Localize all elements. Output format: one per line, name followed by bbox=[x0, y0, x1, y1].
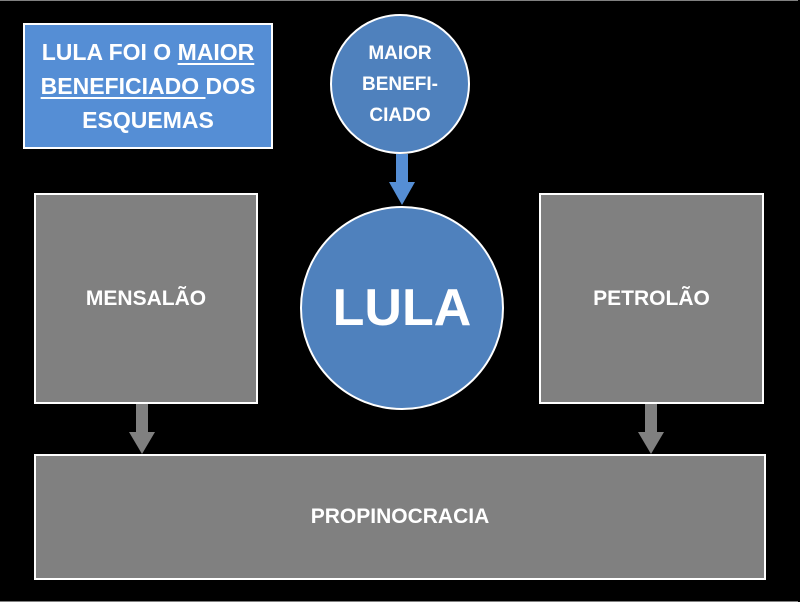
petrolao-box: PETROLÃO bbox=[539, 193, 764, 404]
propinocracia-box: PROPINOCRACIA bbox=[34, 454, 766, 580]
arrow-maior-to-lula bbox=[389, 154, 415, 205]
title-maior-underlined: MAIOR bbox=[177, 39, 255, 65]
arrow-mensalao-to-propinocracia bbox=[129, 404, 155, 454]
mensalao-box: MENSALÃO bbox=[34, 193, 258, 404]
mensalao-label: MENSALÃO bbox=[85, 286, 207, 310]
arrow-petrolao-to-propinocracia bbox=[638, 404, 664, 454]
title-beneficiado-underlined: BENEFICIADO bbox=[40, 73, 206, 99]
title-line1-text: LULA FOI O bbox=[41, 39, 178, 65]
maior-beneficiado-circle: MAIOR BENEFI- CIADO bbox=[330, 14, 470, 154]
lula-circle: LULA bbox=[300, 206, 504, 410]
lula-label: LULA bbox=[332, 279, 472, 337]
propinocracia-label: PROPINOCRACIA bbox=[310, 505, 490, 528]
circle-line3: CIADO bbox=[369, 104, 431, 126]
title-text: LULA FOI O MAIOR BENEFICIADO DOS ESQUEMA… bbox=[41, 35, 256, 137]
petrolao-label: PETROLÃO bbox=[593, 286, 710, 310]
title-esquemas-text: ESQUEMAS bbox=[82, 107, 214, 133]
circle-line1: MAIOR bbox=[368, 42, 432, 64]
circle-line2: BENEFI- bbox=[362, 73, 438, 95]
title-box: LULA FOI O MAIOR BENEFICIADO DOS ESQUEMA… bbox=[23, 23, 273, 149]
title-dos-text: DOS bbox=[205, 73, 256, 99]
